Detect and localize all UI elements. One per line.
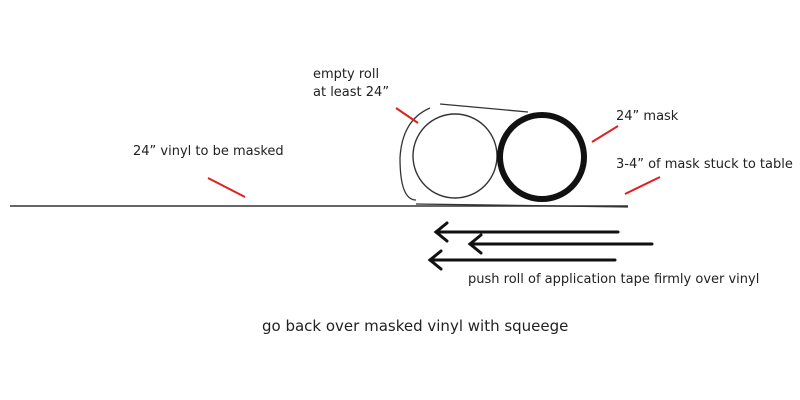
mask-tape-bottom: [415, 203, 629, 208]
vinyl-label: 24” vinyl to be masked: [133, 144, 284, 159]
mask-stuck-label: 3-4” of mask stuck to table: [616, 157, 793, 172]
pointer-empty-roll: [395, 107, 419, 124]
empty-roll-label-line2: at least 24”: [313, 85, 389, 100]
pointer-vinyl: [207, 177, 246, 198]
push-roll-label: push roll of application tape firmly ove…: [468, 272, 759, 287]
pointer-mask-stuck: [624, 176, 661, 195]
push-arrow-3-head: [427, 249, 443, 271]
empty-roll: [412, 113, 498, 199]
pointer-mask: [591, 125, 619, 143]
mask-roll: [497, 112, 587, 202]
mask-label: 24” mask: [616, 109, 679, 124]
push-arrow-2-head: [467, 233, 483, 255]
empty-roll-label-line1: empty roll: [313, 67, 379, 82]
push-arrow-1-head: [433, 221, 449, 243]
squeegee-caption: go back over masked vinyl with squeege: [262, 317, 568, 335]
push-arrows: [427, 221, 654, 271]
mask-tape-wrap: [399, 103, 529, 201]
